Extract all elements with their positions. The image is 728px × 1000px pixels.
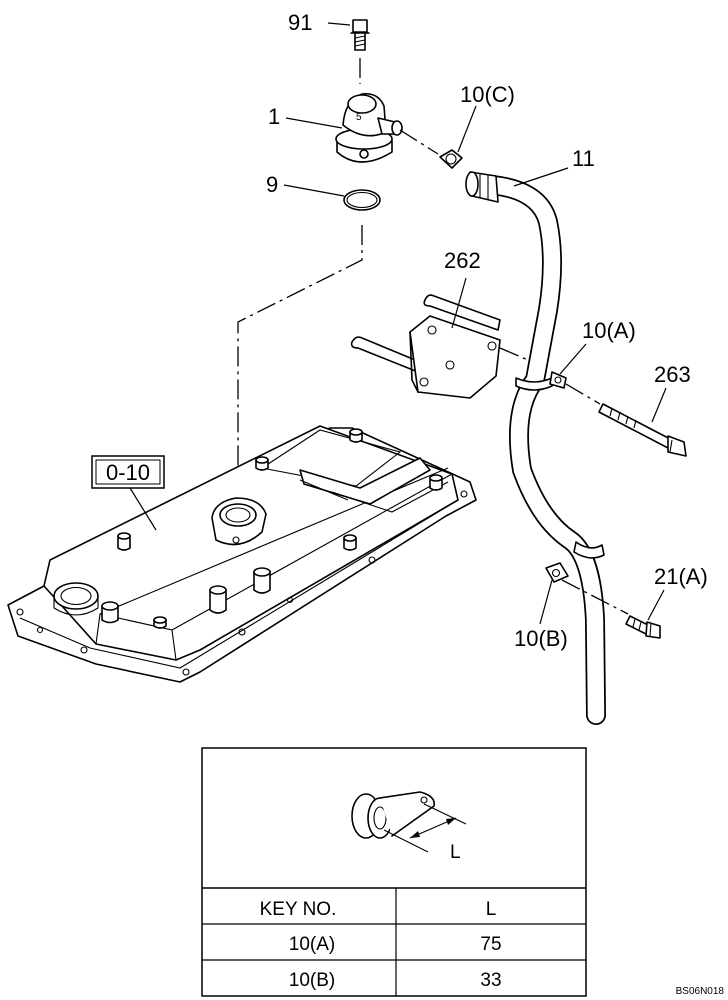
bracket-262-icon bbox=[350, 294, 501, 399]
callout-10a: 10(A) bbox=[582, 318, 636, 343]
callout-10c: 10(C) bbox=[460, 82, 515, 107]
callout-11: 11 bbox=[572, 146, 595, 171]
callout-21a: 21(A) bbox=[654, 564, 708, 589]
clip-10b-icon bbox=[545, 562, 569, 583]
detail-table: L KEY NO. L 10(A) 75 10(B) 33 bbox=[201, 747, 587, 997]
callout-9: 9 bbox=[266, 172, 278, 197]
callout-0-10: 0-10 bbox=[106, 460, 150, 485]
callout-1: 1 bbox=[268, 104, 280, 129]
callout-10b: 10(B) bbox=[514, 626, 568, 651]
hose-11-icon bbox=[465, 171, 606, 725]
table-cell-key: 10(B) bbox=[289, 970, 335, 991]
callout-262: 262 bbox=[444, 248, 481, 273]
table-header-l: L bbox=[486, 899, 497, 920]
bolt-91-icon bbox=[350, 19, 370, 51]
bolt-21a-icon bbox=[625, 615, 661, 639]
centerline-oring bbox=[237, 225, 363, 488]
svg-text:5: 5 bbox=[356, 112, 362, 123]
table-cell-value: 75 bbox=[480, 934, 501, 955]
callout-0-10-box: 0-10 bbox=[91, 455, 165, 489]
clip-10c-icon bbox=[439, 149, 463, 169]
table-cell-value: 33 bbox=[480, 970, 501, 991]
valve-cover-icon bbox=[7, 425, 477, 683]
table-header-key: KEY NO. bbox=[260, 899, 337, 920]
clip-10a-icon bbox=[549, 371, 567, 389]
dimension-label-l: L bbox=[450, 842, 461, 863]
breather-valve-icon: 5 bbox=[335, 92, 403, 163]
callout-91: 91 bbox=[288, 10, 312, 35]
table-cell-key: 10(A) bbox=[289, 934, 335, 955]
bolt-263-icon bbox=[598, 403, 687, 457]
clip-detail-icon bbox=[351, 791, 467, 853]
callout-263: 263 bbox=[654, 362, 691, 387]
o-ring-icon bbox=[343, 189, 381, 211]
drawing-id: BS06N018 bbox=[676, 986, 725, 997]
